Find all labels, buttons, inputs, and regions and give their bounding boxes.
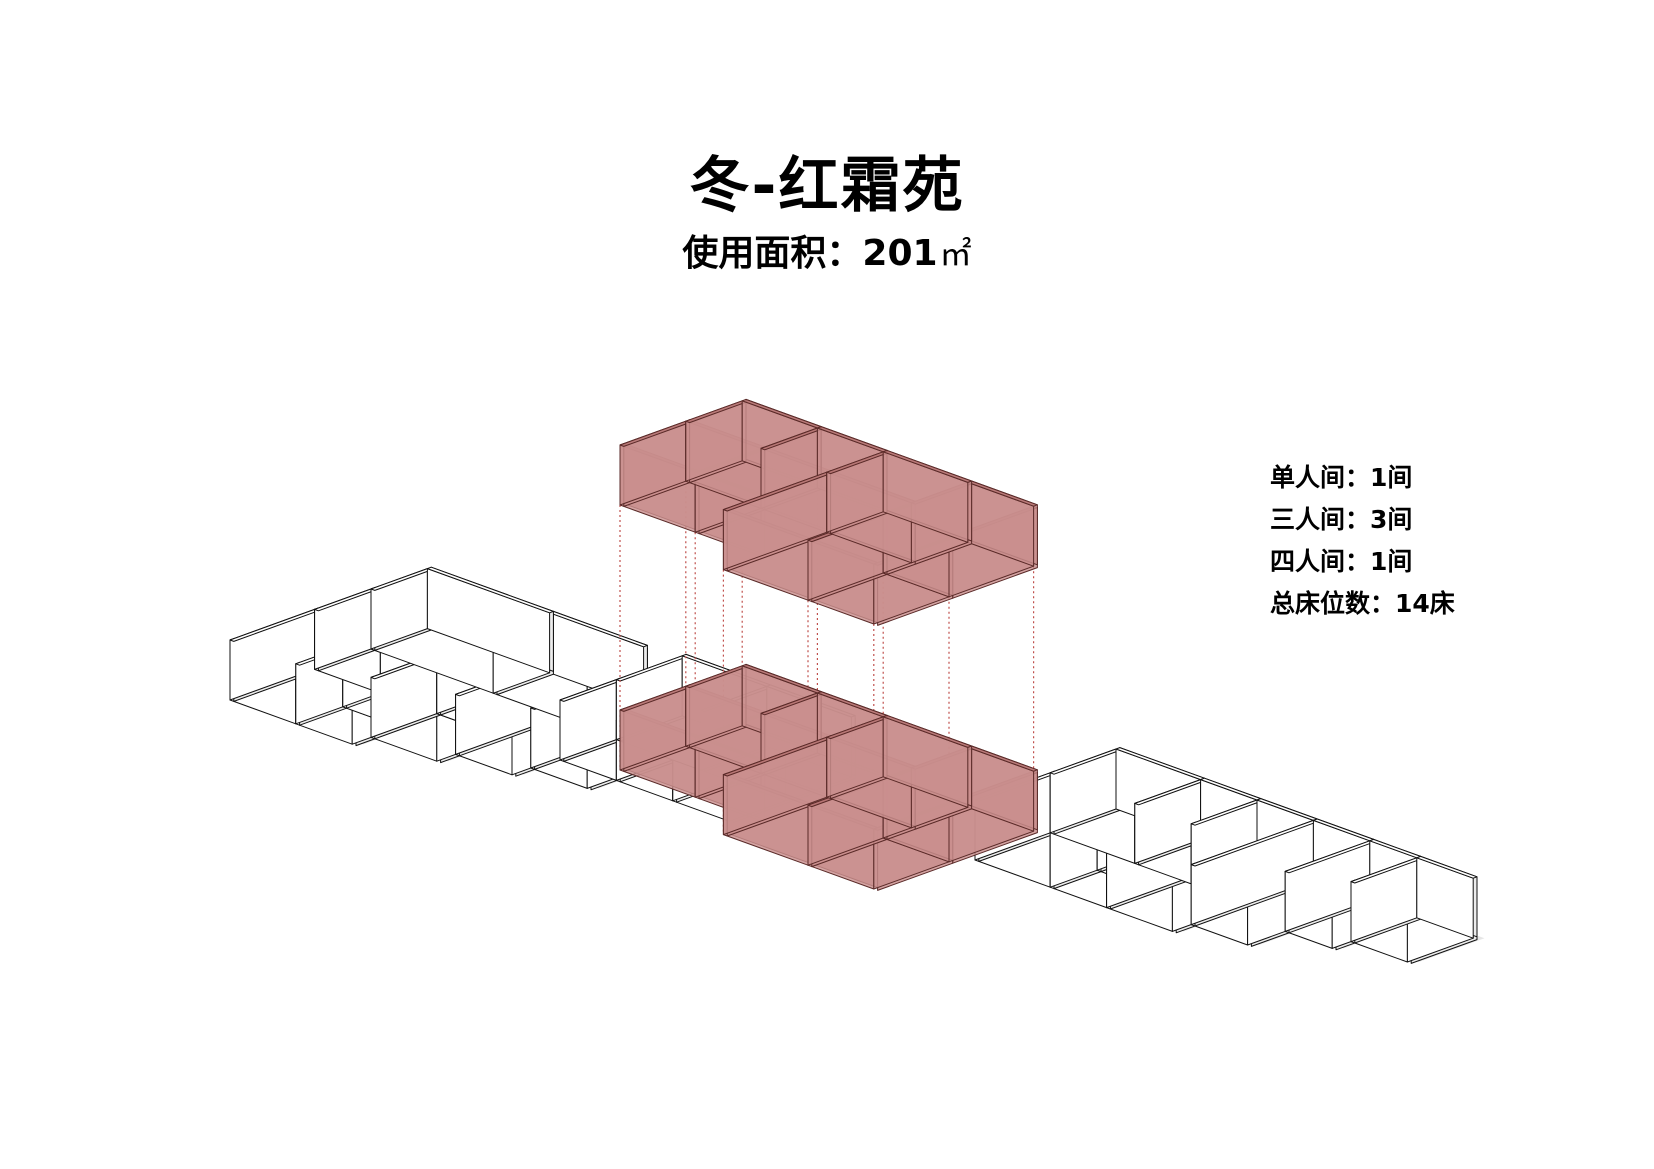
stat-value: 1间 <box>1370 463 1413 492</box>
stat-value: 1间 <box>1370 547 1413 576</box>
usable-area-unit: ㎡ <box>939 235 972 273</box>
stat-label: 总床位数： <box>1270 589 1396 618</box>
stat-total-beds: 总床位数：14床 <box>1270 583 1570 625</box>
highlighted-unit-exploded <box>619 398 1038 626</box>
page-title: 冬-红霜苑 <box>689 151 965 221</box>
stat-label: 三人间： <box>1270 505 1371 534</box>
usable-area-value: 201 <box>862 233 938 274</box>
stat-single-room: 单人间：1间 <box>1270 457 1570 499</box>
stat-quad-room: 四人间：1间 <box>1270 541 1570 583</box>
stat-label: 单人间： <box>1270 463 1371 492</box>
room-stats: 单人间：1间 三人间：3间 四人间：1间 总床位数：14床 <box>1270 457 1570 625</box>
usable-area: 使用面积：201㎡ <box>0 232 1654 276</box>
stat-value: 14床 <box>1395 589 1455 618</box>
stat-triple-room: 三人间：3间 <box>1270 499 1570 541</box>
wall-top <box>882 714 973 748</box>
wall-top <box>1416 855 1478 879</box>
wall-top <box>882 449 973 483</box>
usable-area-label: 使用面积： <box>682 233 863 274</box>
highlighted-unit-in-plan <box>619 663 1038 891</box>
wall-top <box>426 566 554 614</box>
stat-label: 四人间： <box>1270 547 1371 576</box>
stat-value: 3间 <box>1370 505 1413 534</box>
